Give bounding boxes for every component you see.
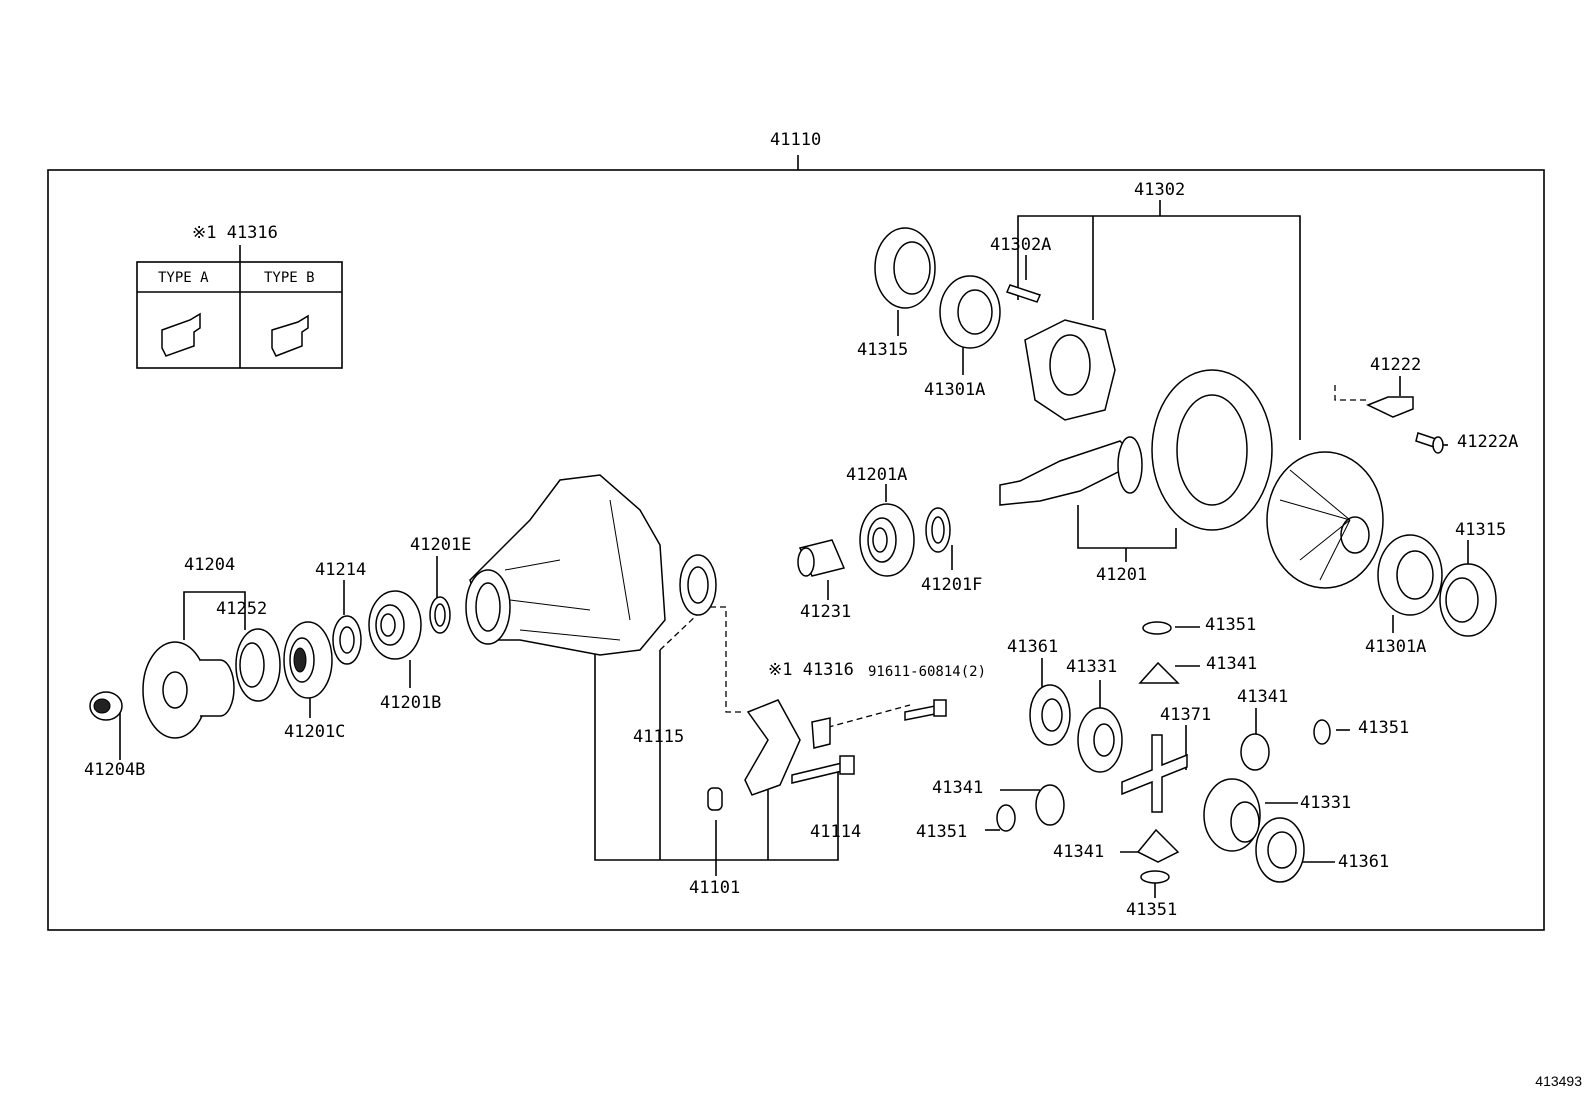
bracket-41222 — [1366, 396, 1414, 418]
label-41204b: 41204B — [84, 760, 146, 780]
diagram-id: 413493 — [1535, 1073, 1582, 1089]
label-41341-c: 41341 — [932, 778, 984, 798]
lock-clip-41316 — [811, 717, 831, 749]
label-41315-top: 41315 — [857, 340, 909, 360]
label-41214: 41214 — [315, 560, 367, 580]
thrust-washer-41351-right — [1313, 719, 1331, 745]
label-41201: 41201 — [1096, 565, 1148, 585]
pinion-shaft-41371 — [1121, 734, 1188, 813]
label-assembly: 41110 — [770, 130, 822, 150]
label-91611: 91611-60814(2) — [868, 664, 987, 680]
bearing-41301a-right — [1377, 534, 1443, 616]
label-41302: 41302 — [1134, 180, 1186, 200]
label-41301a-top: 41301A — [924, 380, 986, 400]
label-41351-a: 41351 — [1205, 615, 1257, 635]
label-41315-right: 41315 — [1455, 520, 1507, 540]
washer-41201f — [925, 507, 951, 553]
label-41201b: 41201B — [380, 693, 442, 713]
label-41371: 41371 — [1160, 705, 1212, 725]
bolt-41114 — [791, 755, 855, 784]
inset-box — [136, 245, 343, 369]
label-41351-d: 41351 — [1126, 900, 1178, 920]
carrier-housing — [465, 474, 666, 656]
bearing-41201b — [368, 590, 422, 660]
side-gear-41331-b — [1203, 778, 1261, 852]
label-41201e: 41201E — [410, 535, 472, 555]
label-41301a-right: 41301A — [1365, 637, 1427, 657]
bolt-41222a — [1415, 432, 1444, 454]
label-41302a: 41302A — [990, 235, 1052, 255]
companion-flange-41204 — [142, 641, 235, 739]
pinion-gear-41341-right — [1240, 733, 1270, 771]
nut-41204b — [89, 691, 123, 721]
label-41201c: 41201C — [284, 722, 346, 742]
label-41341-d: 41341 — [1053, 842, 1105, 862]
label-41201f: 41201F — [921, 575, 983, 595]
oil-seal-41201c — [283, 621, 333, 699]
deflector-41252 — [235, 628, 281, 702]
oil-seal-41115 — [679, 554, 717, 616]
oil-seal-41315-top — [874, 227, 936, 309]
label-41114: 41114 — [810, 822, 862, 842]
oil-seal-41315-right — [1439, 563, 1497, 637]
bearing-cap-41101 — [707, 699, 801, 811]
differential-case-41302 — [1024, 319, 1116, 421]
side-gear-41331-a — [1077, 707, 1123, 773]
label-41361-b: 41361 — [1338, 852, 1390, 872]
pinion-gear-41341-left — [1035, 784, 1065, 826]
washer-41201e — [429, 596, 451, 634]
differential-case-right — [1266, 451, 1384, 589]
label-41316: ※1 41316 — [768, 660, 854, 680]
thrust-washer-41351-left — [996, 804, 1016, 832]
spacer-41231 — [797, 539, 846, 577]
label-inset-title: ※1 41316 — [192, 223, 278, 243]
label-41201a: 41201A — [846, 465, 908, 485]
label-41252: 41252 — [216, 599, 268, 619]
label-41115: 41115 — [633, 727, 685, 747]
bolt-41302a — [1005, 284, 1042, 303]
ring-gear-pinion-41201 — [999, 369, 1273, 531]
label-41231: 41231 — [800, 602, 852, 622]
label-41222: 41222 — [1370, 355, 1422, 375]
bearing-41201a — [859, 503, 915, 577]
label-41204: 41204 — [184, 555, 236, 575]
assembly-frame — [47, 169, 1545, 931]
spacer-41214 — [332, 615, 362, 665]
pinion-gear-41341-top — [1138, 661, 1180, 684]
label-41361-a: 41361 — [1007, 637, 1059, 657]
label-41331-a: 41331 — [1066, 657, 1118, 677]
label-41351-c: 41351 — [916, 822, 968, 842]
label-41331-b: 41331 — [1300, 793, 1352, 813]
label-41341-a: 41341 — [1206, 654, 1258, 674]
label-41222a: 41222A — [1457, 432, 1519, 452]
label-41101: 41101 — [689, 878, 741, 898]
label-type-a: TYPE A — [158, 270, 209, 286]
side-gear-washer-41361-a — [1029, 684, 1071, 746]
bolt-91611 — [904, 699, 947, 721]
thrust-washer-41351-bottom — [1140, 870, 1170, 884]
side-gear-washer-41361-b — [1255, 817, 1305, 883]
label-41341-b: 41341 — [1237, 687, 1289, 707]
leader-lines — [119, 200, 1469, 898]
label-type-b: TYPE B — [264, 270, 315, 286]
thrust-washer-41351-top — [1142, 621, 1172, 635]
label-41351-b: 41351 — [1358, 718, 1410, 738]
bearing-41301a-top — [939, 275, 1001, 349]
pinion-gear-41341-bottom — [1136, 828, 1180, 863]
